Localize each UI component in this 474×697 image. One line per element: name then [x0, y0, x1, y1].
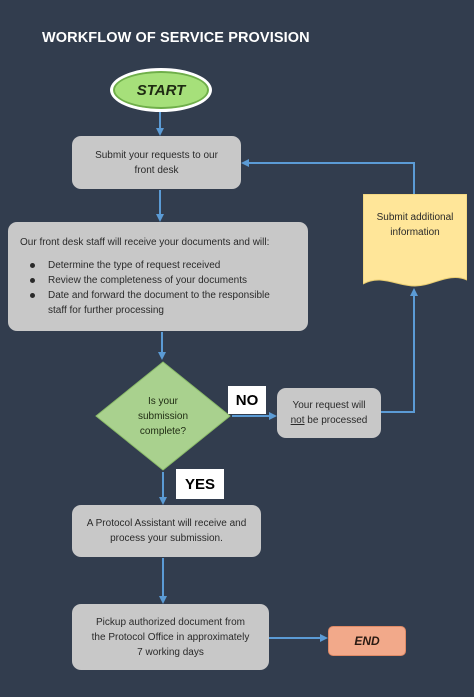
staff-task-item: Review the completeness of your document… — [30, 273, 296, 288]
protocol-line2: process your submission. — [110, 533, 223, 544]
staff-box-intro: Our front desk staff will receive your d… — [20, 237, 270, 248]
additional-information-document: Submit additional information — [363, 194, 467, 294]
front-desk-staff-box: Our front desk staff will receive your d… — [8, 222, 308, 331]
not-processed-line2: not be processed — [291, 413, 368, 428]
not-processed-line2-rest: be processed — [304, 415, 368, 426]
submit-request-line1: Submit your requests to our — [95, 149, 218, 161]
submit-request-box: Submit your requests to our front desk — [72, 136, 241, 189]
protocol-line1: A Protocol Assistant will receive and — [86, 518, 247, 529]
staff-task-item: Determine the type of request received — [30, 258, 296, 273]
not-processed-box: Your request will not be processed — [277, 388, 381, 438]
staff-task-list: Determine the type of request received R… — [20, 258, 296, 303]
no-branch-label: NO — [228, 386, 266, 414]
arrow-notprocessed-to-additional — [381, 288, 418, 413]
protocol-assistant-box: A Protocol Assistant will receive and pr… — [72, 505, 261, 557]
decision-diamond-shape — [95, 361, 231, 471]
pickup-line2: the Protocol Office in approximately — [91, 631, 250, 643]
additional-info-line2: information — [390, 227, 440, 238]
decision-line3: complete? — [139, 425, 187, 437]
additional-info-line1: Submit additional — [376, 212, 454, 223]
start-terminal: START — [110, 68, 212, 112]
pickup-line3: 7 working days — [137, 646, 204, 658]
yes-branch-label: YES — [176, 469, 224, 499]
staff-task-continuation: staff for further processing — [48, 305, 164, 316]
end-terminal: END — [328, 626, 406, 656]
submission-complete-decision: Is your submission complete? — [94, 360, 232, 472]
staff-task-item: Date and forward the document to the res… — [30, 288, 296, 303]
diagram-title: WORKFLOW OF SERVICE PROVISION — [42, 30, 310, 46]
not-word: not — [290, 415, 305, 426]
decision-line1: Is your — [147, 395, 178, 407]
arrow-additional-to-submit — [241, 159, 415, 194]
decision-line2: submission — [137, 410, 189, 422]
pickup-line1: Pickup authorized document from — [96, 616, 245, 628]
pickup-document-box: Pickup authorized document from the Prot… — [72, 604, 269, 670]
submit-request-line2: front desk — [134, 164, 179, 176]
not-processed-line1: Your request will — [292, 400, 366, 411]
document-shape — [363, 194, 467, 287]
